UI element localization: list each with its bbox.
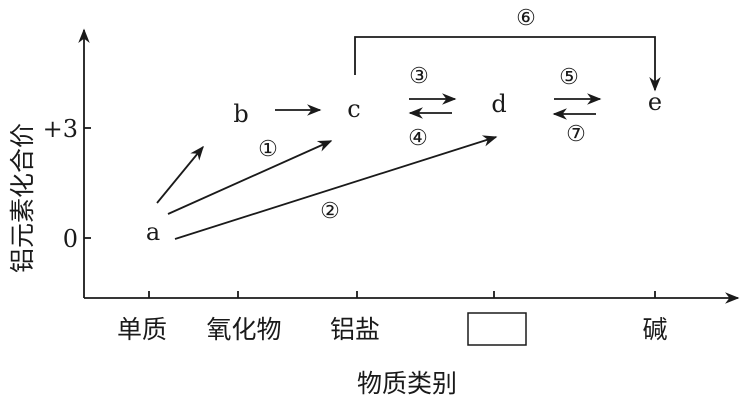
x-category-oxide: 氧化物 — [206, 315, 281, 344]
y-axis-label: 铝元素化合价 — [8, 123, 37, 273]
reaction-label-3: ③ — [409, 64, 429, 89]
reaction-label-4: ④ — [408, 126, 428, 151]
point-d: d — [491, 90, 506, 118]
x-category-aluminum-salt: 铝盐 — [330, 315, 380, 344]
y-tick-label-0: 0 — [63, 225, 78, 253]
x-ticks — [148, 291, 656, 298]
point-a: a — [146, 218, 160, 246]
arrow-a-to-b — [156, 145, 204, 204]
reaction-label-2: ② — [320, 199, 340, 224]
point-c: c — [347, 95, 360, 123]
x-category-elemental: 单质 — [117, 315, 167, 344]
reaction-label-5: ⑤ — [559, 65, 579, 90]
arrow-c-to-e — [354, 36, 661, 92]
blank-category-box[interactable] — [467, 312, 527, 346]
reaction-label-7: ⑦ — [566, 122, 586, 147]
x-axis-label: 物质类别 — [357, 369, 457, 398]
reaction-label-6: ⑥ — [516, 6, 536, 31]
x-category-base: 碱 — [642, 315, 667, 344]
point-e: e — [648, 88, 662, 116]
arrow-a-to-c — [167, 140, 333, 215]
reaction-label-1: ① — [258, 137, 278, 162]
y-ticks — [84, 127, 91, 239]
point-b: b — [233, 100, 248, 128]
arrow-a-to-d — [174, 135, 498, 240]
y-tick-label-plus3: +3 — [43, 115, 78, 143]
